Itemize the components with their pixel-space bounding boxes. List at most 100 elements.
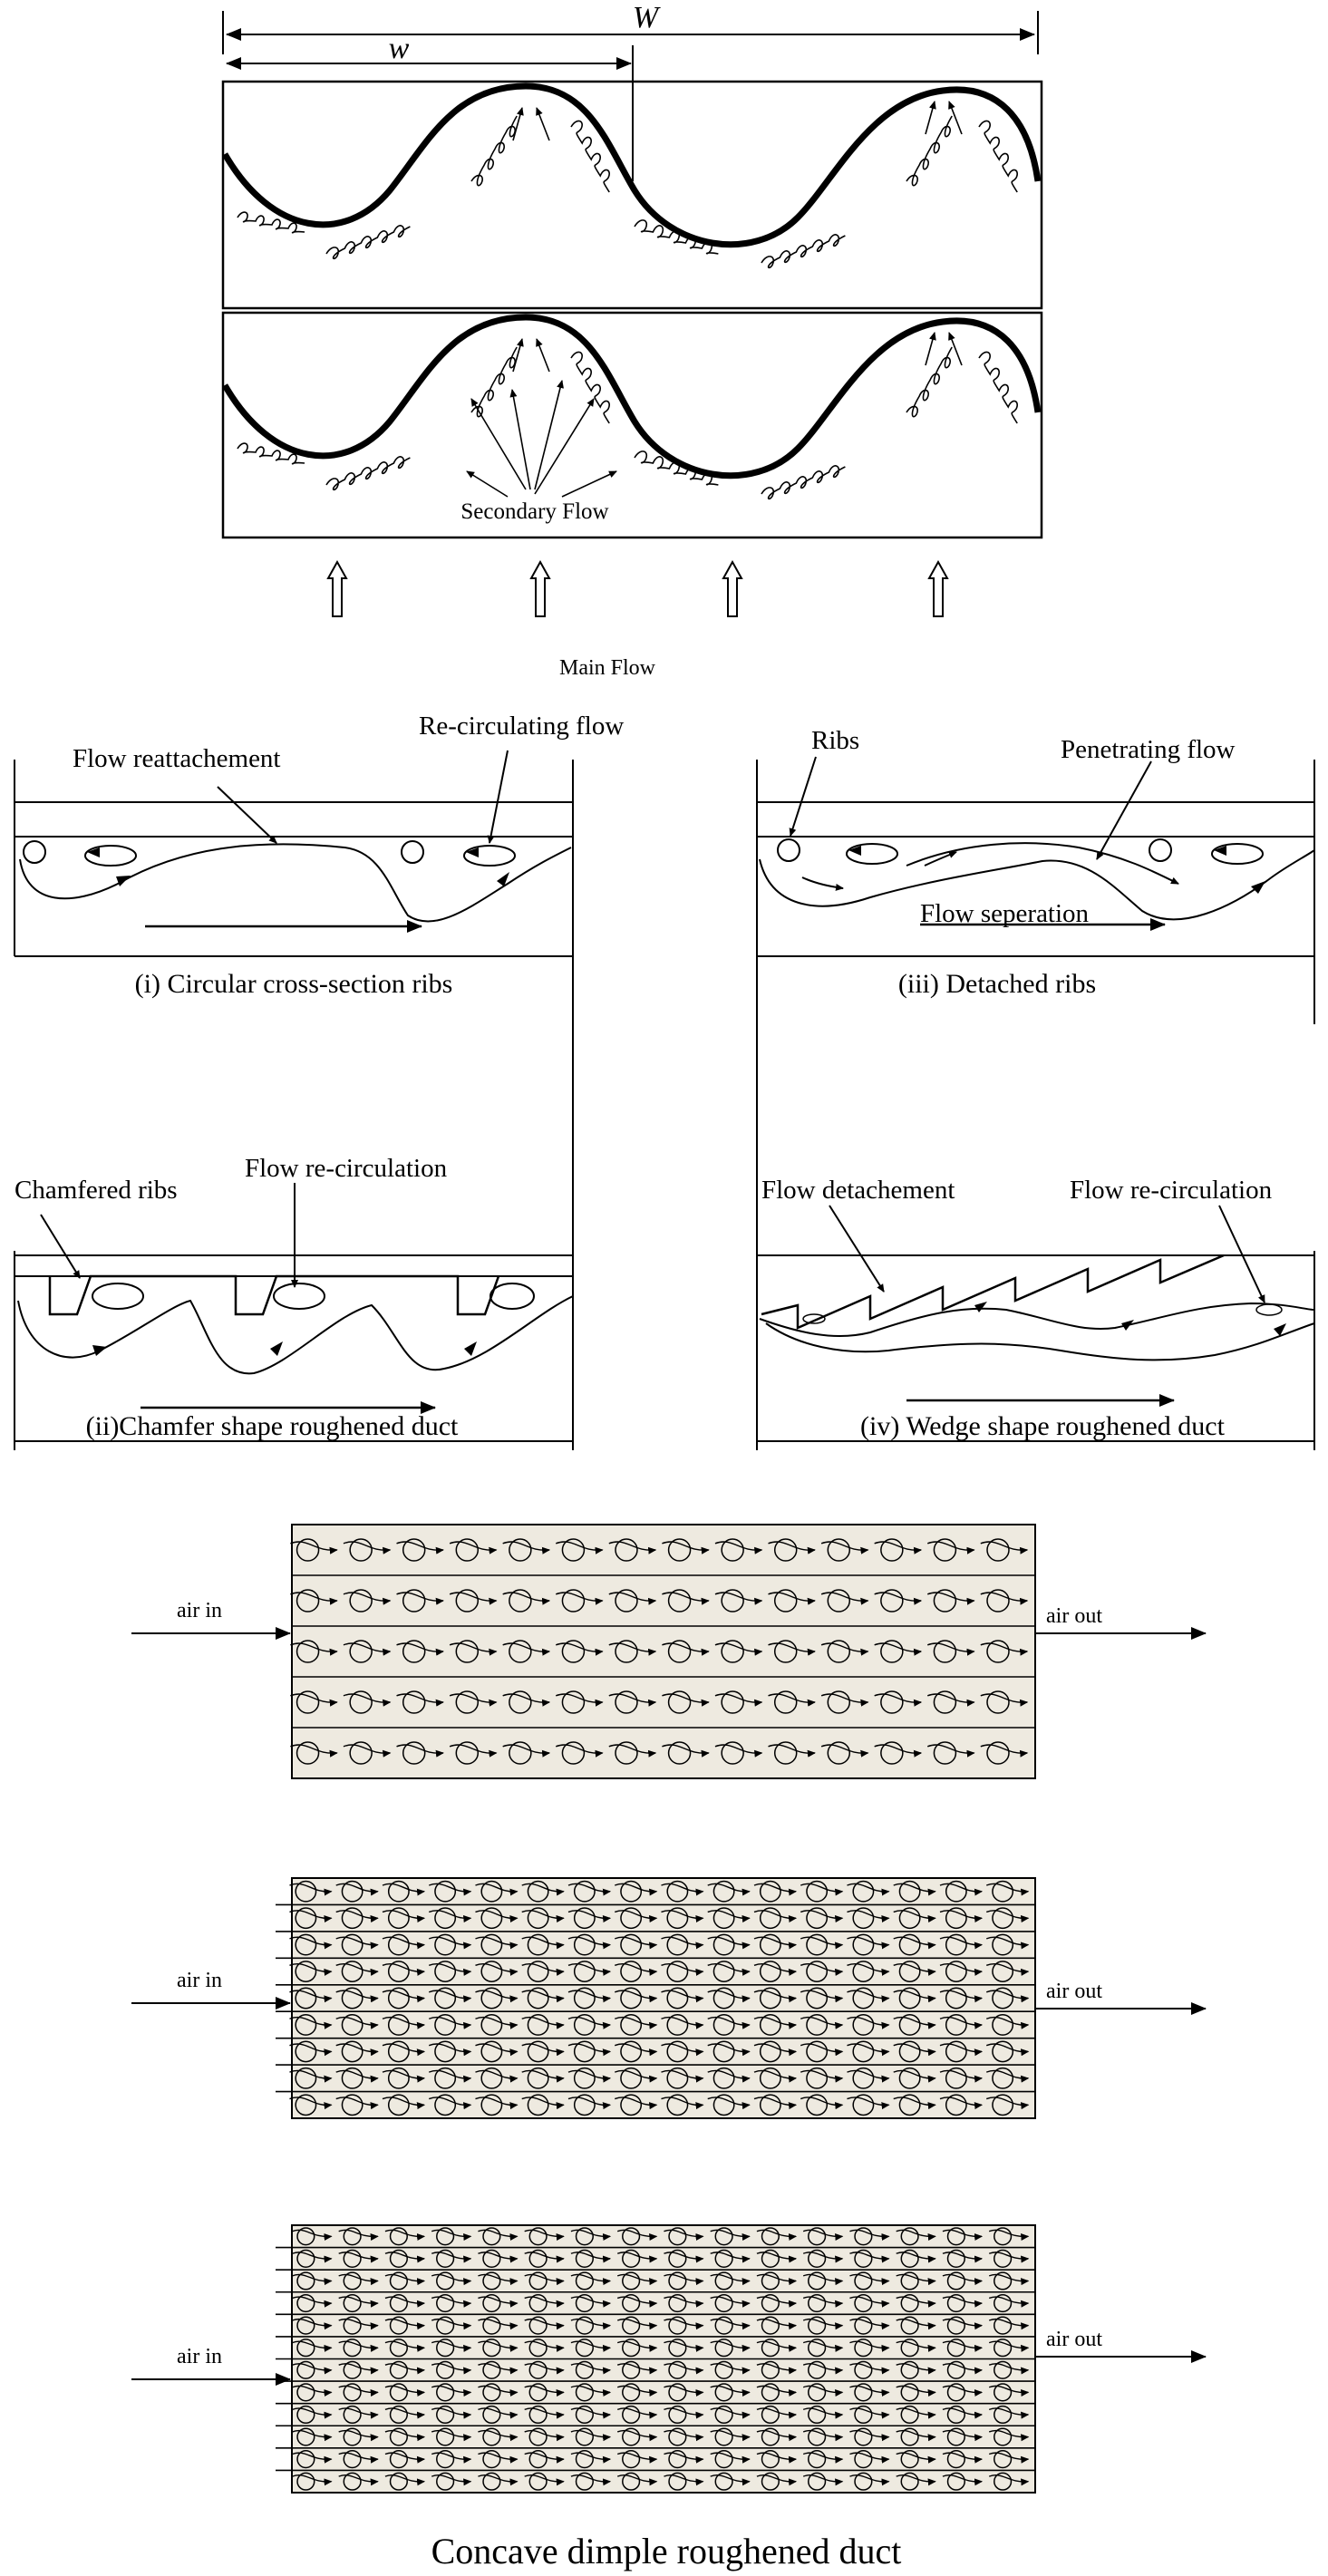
dimple [389,2383,408,2402]
dimple-vortex [939,1963,984,1976]
dimple [480,2014,503,2036]
dimple-vortex [475,1936,519,1950]
dimple-vortex [942,2429,984,2442]
dimple-vortex [555,1744,604,1758]
dimple [482,2427,501,2446]
swirl [325,456,411,491]
dimple [509,1741,532,1765]
dimple-vortex [847,2069,890,2083]
dimple-vortex [988,2407,1030,2419]
dimple [898,1933,921,1956]
dimple [528,2271,548,2290]
dimple-vortex [664,2340,704,2352]
dimple [808,2227,827,2246]
dimple-vortex [608,1642,657,1656]
dimple-vortex [382,1910,426,1922]
dimple [573,2067,596,2089]
dimple-vortex [985,1910,1030,1922]
dimple-vortex [661,2097,704,2110]
dimple-vortex [939,1910,984,1922]
dimple-vortex [707,1963,751,1976]
dimple-vortex [343,1693,392,1707]
dimple-vortex [431,2474,472,2486]
dimple [296,2383,315,2402]
dimple [712,2094,735,2116]
dimple [343,2227,362,2246]
caption-wedge-ribs: (iv) Wedge shape roughened duct [860,1411,1226,1441]
dimple [349,1741,373,1765]
dimple-vortex [570,2429,612,2442]
dimple [341,2014,364,2036]
dimple [528,2360,548,2379]
dimple [436,2472,455,2491]
dimple-vortex [289,1910,333,1922]
dimple-vortex [608,1541,657,1554]
dimple-vortex [849,2407,890,2419]
dimple-vortex [475,1910,519,1922]
dimple-vortex [431,2340,472,2352]
dimple-vortex [396,1693,444,1707]
dimple-vortex [874,1744,923,1758]
dimple [341,1880,364,1903]
dimple [349,1538,373,1562]
dimple-vortex [664,2363,704,2375]
recirculation-eddy [92,1283,144,1310]
dimple-vortex [820,1693,869,1707]
dimple-vortex [335,1883,379,1896]
dimple [389,2316,408,2335]
dimple [808,2472,827,2491]
label-flow-recirculation: Flow re-circulation [245,1154,448,1183]
dimple [573,1907,596,1930]
dimple-vortex [382,2016,426,2029]
dimple-vortex [756,2273,798,2286]
dimple-vortex [849,2385,890,2397]
dimple-vortex [980,1744,1029,1758]
dimple-vortex [475,1883,519,1896]
dimple [994,2450,1013,2469]
dimple [575,2450,594,2469]
dimple-vortex [756,2296,798,2308]
dimple [854,2293,873,2313]
dimple-vortex [714,1693,763,1707]
dimple [573,2014,596,2036]
dimple [854,2339,873,2358]
dimple [668,2249,687,2268]
dimple [854,2271,873,2290]
dimple-vortex [449,1642,498,1656]
dimple-vortex [396,1592,444,1605]
dimple [714,2316,733,2335]
dimple [854,2316,873,2335]
dimple-vortex [942,2407,984,2419]
dimple [880,1640,904,1663]
dimple [343,2472,362,2491]
dimple [808,2249,827,2268]
dimple [295,2014,317,2036]
air-out-label: air out [1046,1980,1102,2003]
dimension-w: w [226,32,634,181]
dimple [721,1690,744,1714]
dimple [528,2249,548,2268]
dimple-vortex [664,2319,704,2330]
dimple [295,1880,317,1903]
dimple-vortex [524,2363,565,2375]
dimple [946,2227,965,2246]
recirculation-eddy [490,1283,535,1310]
dimple-vortex [521,1910,565,1922]
dimple [946,2249,965,2268]
dimple-vortex [343,1592,392,1605]
dimple [900,2427,919,2446]
dimple [575,2293,594,2313]
dimple [759,2040,781,2063]
dimple-vortex [616,2319,658,2330]
dimple [296,2405,315,2425]
swirl [634,450,719,486]
dimple-vortex [449,1693,498,1707]
dimple-vortex [802,2319,844,2330]
dimple [573,1933,596,1956]
dimple [900,2249,919,2268]
dimple-vortex [893,2043,936,2057]
dimple [992,1987,1014,2009]
dimple-vortex [431,2407,472,2419]
dimple-vortex [820,1642,869,1656]
dimple-vortex [988,2319,1030,2330]
